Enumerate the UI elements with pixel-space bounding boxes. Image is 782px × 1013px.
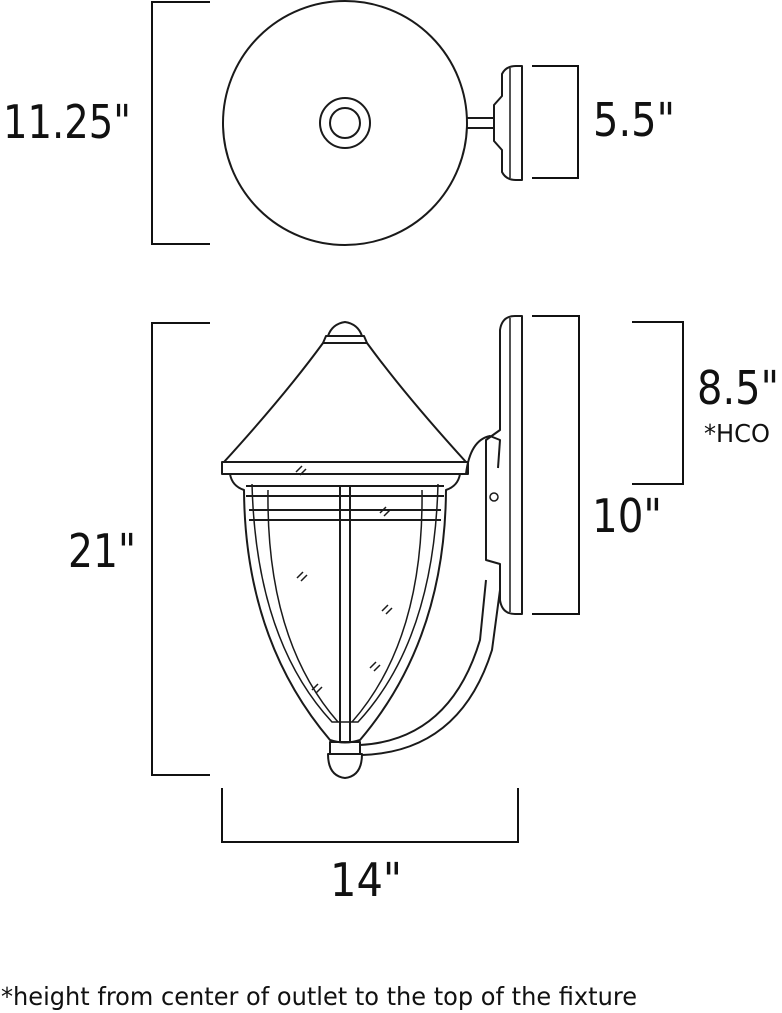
top-height-bracket [151,1,210,245]
fixture-center-bar [339,486,351,742]
top-view-depth-label: 5.5" [593,93,675,147]
top-view-finial-inner [329,107,361,139]
fixture-glass [267,489,423,723]
fixture-mount-screw [489,492,499,502]
fixture-arm-upper [465,435,501,475]
fixture-width-bracket [221,788,519,843]
fixture-backplate [485,315,523,615]
top-view-height-label: 11.25" [3,95,131,149]
top-view-backplate [493,65,523,181]
fixture-body [229,473,461,744]
top-depth-bracket [532,65,579,179]
fixture-body-inner [251,483,439,723]
top-view [151,0,579,246]
fixture-height-label: 21" [68,524,136,578]
hco-label: 8.5" [697,361,779,415]
fixture-bottom-collar [329,741,361,755]
footnote: *height from center of outlet to the top… [1,982,637,1011]
hco-bracket [632,321,684,485]
fixture-finial [327,321,363,337]
fixture-finial-base [322,335,368,344]
fixture-bottom-finial [327,753,363,779]
fixture-arm [359,579,501,756]
backplate-height-bracket [532,315,580,615]
side-view [151,315,684,843]
fixture-width-label: 14" [330,853,402,907]
top-view-arm [467,117,494,129]
top-view-canopy [222,0,468,246]
backplate-height-label: 10" [592,489,662,543]
fixture-band-middle [249,509,441,521]
fixture-cap [223,342,467,463]
fixture-height-bracket [151,322,210,776]
fixture-band-upper [246,485,444,497]
top-view-finial-outer [319,97,371,149]
fixture-cap-rim [221,461,469,475]
hco-note: *HCO [704,419,770,448]
glass-highlight-marks [295,465,393,694]
